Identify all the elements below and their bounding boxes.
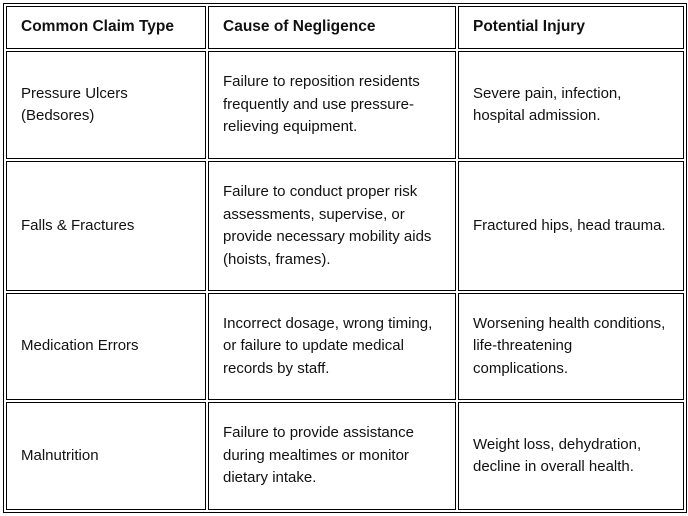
table-row: Malnutrition Failure to provide assistan…: [6, 402, 684, 510]
table-header-row: Common Claim Type Cause of Negligence Po…: [6, 6, 684, 49]
injury-cell: Worsening health conditions, life-threat…: [458, 293, 684, 400]
claim-type-cell: Medication Errors: [6, 293, 206, 400]
claim-type-cell: Falls & Fractures: [6, 161, 206, 291]
cause-cell: Incorrect dosage, wrong timing, or failu…: [208, 293, 456, 400]
claim-type-cell: Malnutrition: [6, 402, 206, 510]
injury-cell: Fractured hips, head trauma.: [458, 161, 684, 291]
claim-type-cell: Pressure Ulcers (Bedsores): [6, 51, 206, 159]
header-injury: Potential Injury: [458, 6, 684, 49]
negligence-claims-table: Common Claim Type Cause of Negligence Po…: [3, 3, 687, 513]
table-row: Pressure Ulcers (Bedsores) Failure to re…: [6, 51, 684, 159]
table-row: Falls & Fractures Failure to conduct pro…: [6, 161, 684, 291]
injury-cell: Severe pain, infection, hospital admissi…: [458, 51, 684, 159]
cause-cell: Failure to reposition residents frequent…: [208, 51, 456, 159]
cause-cell: Failure to provide assistance during mea…: [208, 402, 456, 510]
table-row: Medication Errors Incorrect dosage, wron…: [6, 293, 684, 400]
cause-cell: Failure to conduct proper risk assessmen…: [208, 161, 456, 291]
injury-cell: Weight loss, dehydration, decline in ove…: [458, 402, 684, 510]
header-cause: Cause of Negligence: [208, 6, 456, 49]
header-claim-type: Common Claim Type: [6, 6, 206, 49]
